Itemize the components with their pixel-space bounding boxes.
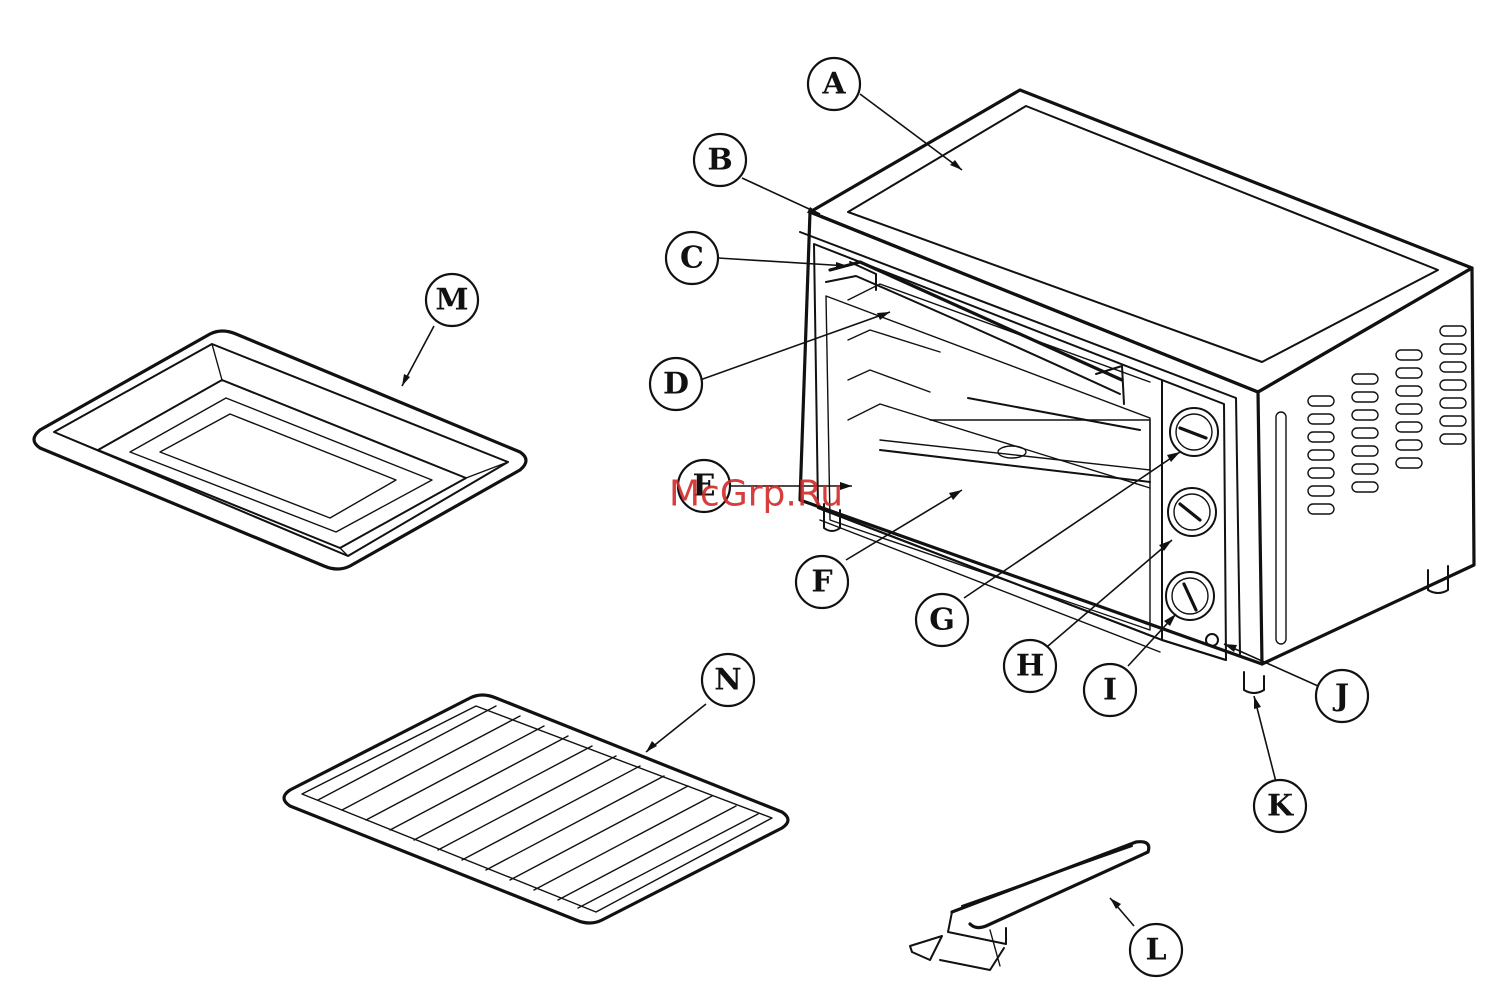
callout-H: H <box>1004 640 1056 692</box>
wire-rack <box>284 695 788 923</box>
svg-text:B: B <box>707 143 732 178</box>
callout-C: C <box>666 232 718 284</box>
oven-feet <box>824 504 1448 693</box>
svg-text:K: K <box>1267 789 1294 824</box>
callout-G: G <box>916 594 968 646</box>
callout-I: I <box>1084 664 1136 716</box>
function-knob <box>1166 572 1214 620</box>
watermark-text: McGrp.Ru <box>669 474 843 515</box>
svg-text:A: A <box>821 67 846 102</box>
indicator-light <box>1206 634 1218 646</box>
svg-text:N: N <box>714 663 741 698</box>
toaster-oven <box>800 90 1474 693</box>
rack-handle <box>910 842 1149 970</box>
callout-D: D <box>650 358 702 410</box>
callout-M: M <box>426 274 478 326</box>
side-vents <box>1276 326 1466 644</box>
callout-N: N <box>702 654 754 706</box>
callout-K: K <box>1254 780 1306 832</box>
callout-A: A <box>808 58 860 110</box>
svg-text:M: M <box>435 283 468 318</box>
svg-text:F: F <box>811 565 832 600</box>
svg-text:C: C <box>680 241 704 276</box>
svg-text:D: D <box>663 367 689 402</box>
svg-text:J: J <box>1332 679 1349 714</box>
temperature-knob <box>1168 488 1216 536</box>
callout-B: B <box>694 134 746 186</box>
callout-F: F <box>796 556 848 608</box>
baking-pan <box>34 331 526 569</box>
svg-text:I: I <box>1103 673 1117 708</box>
svg-text:H: H <box>1016 649 1044 684</box>
svg-text:L: L <box>1145 933 1166 968</box>
callout-J: J <box>1316 670 1368 722</box>
svg-text:G: G <box>929 603 955 638</box>
leader-lines <box>402 94 1318 926</box>
timer-knob <box>1170 408 1218 456</box>
callout-L: L <box>1130 924 1182 976</box>
